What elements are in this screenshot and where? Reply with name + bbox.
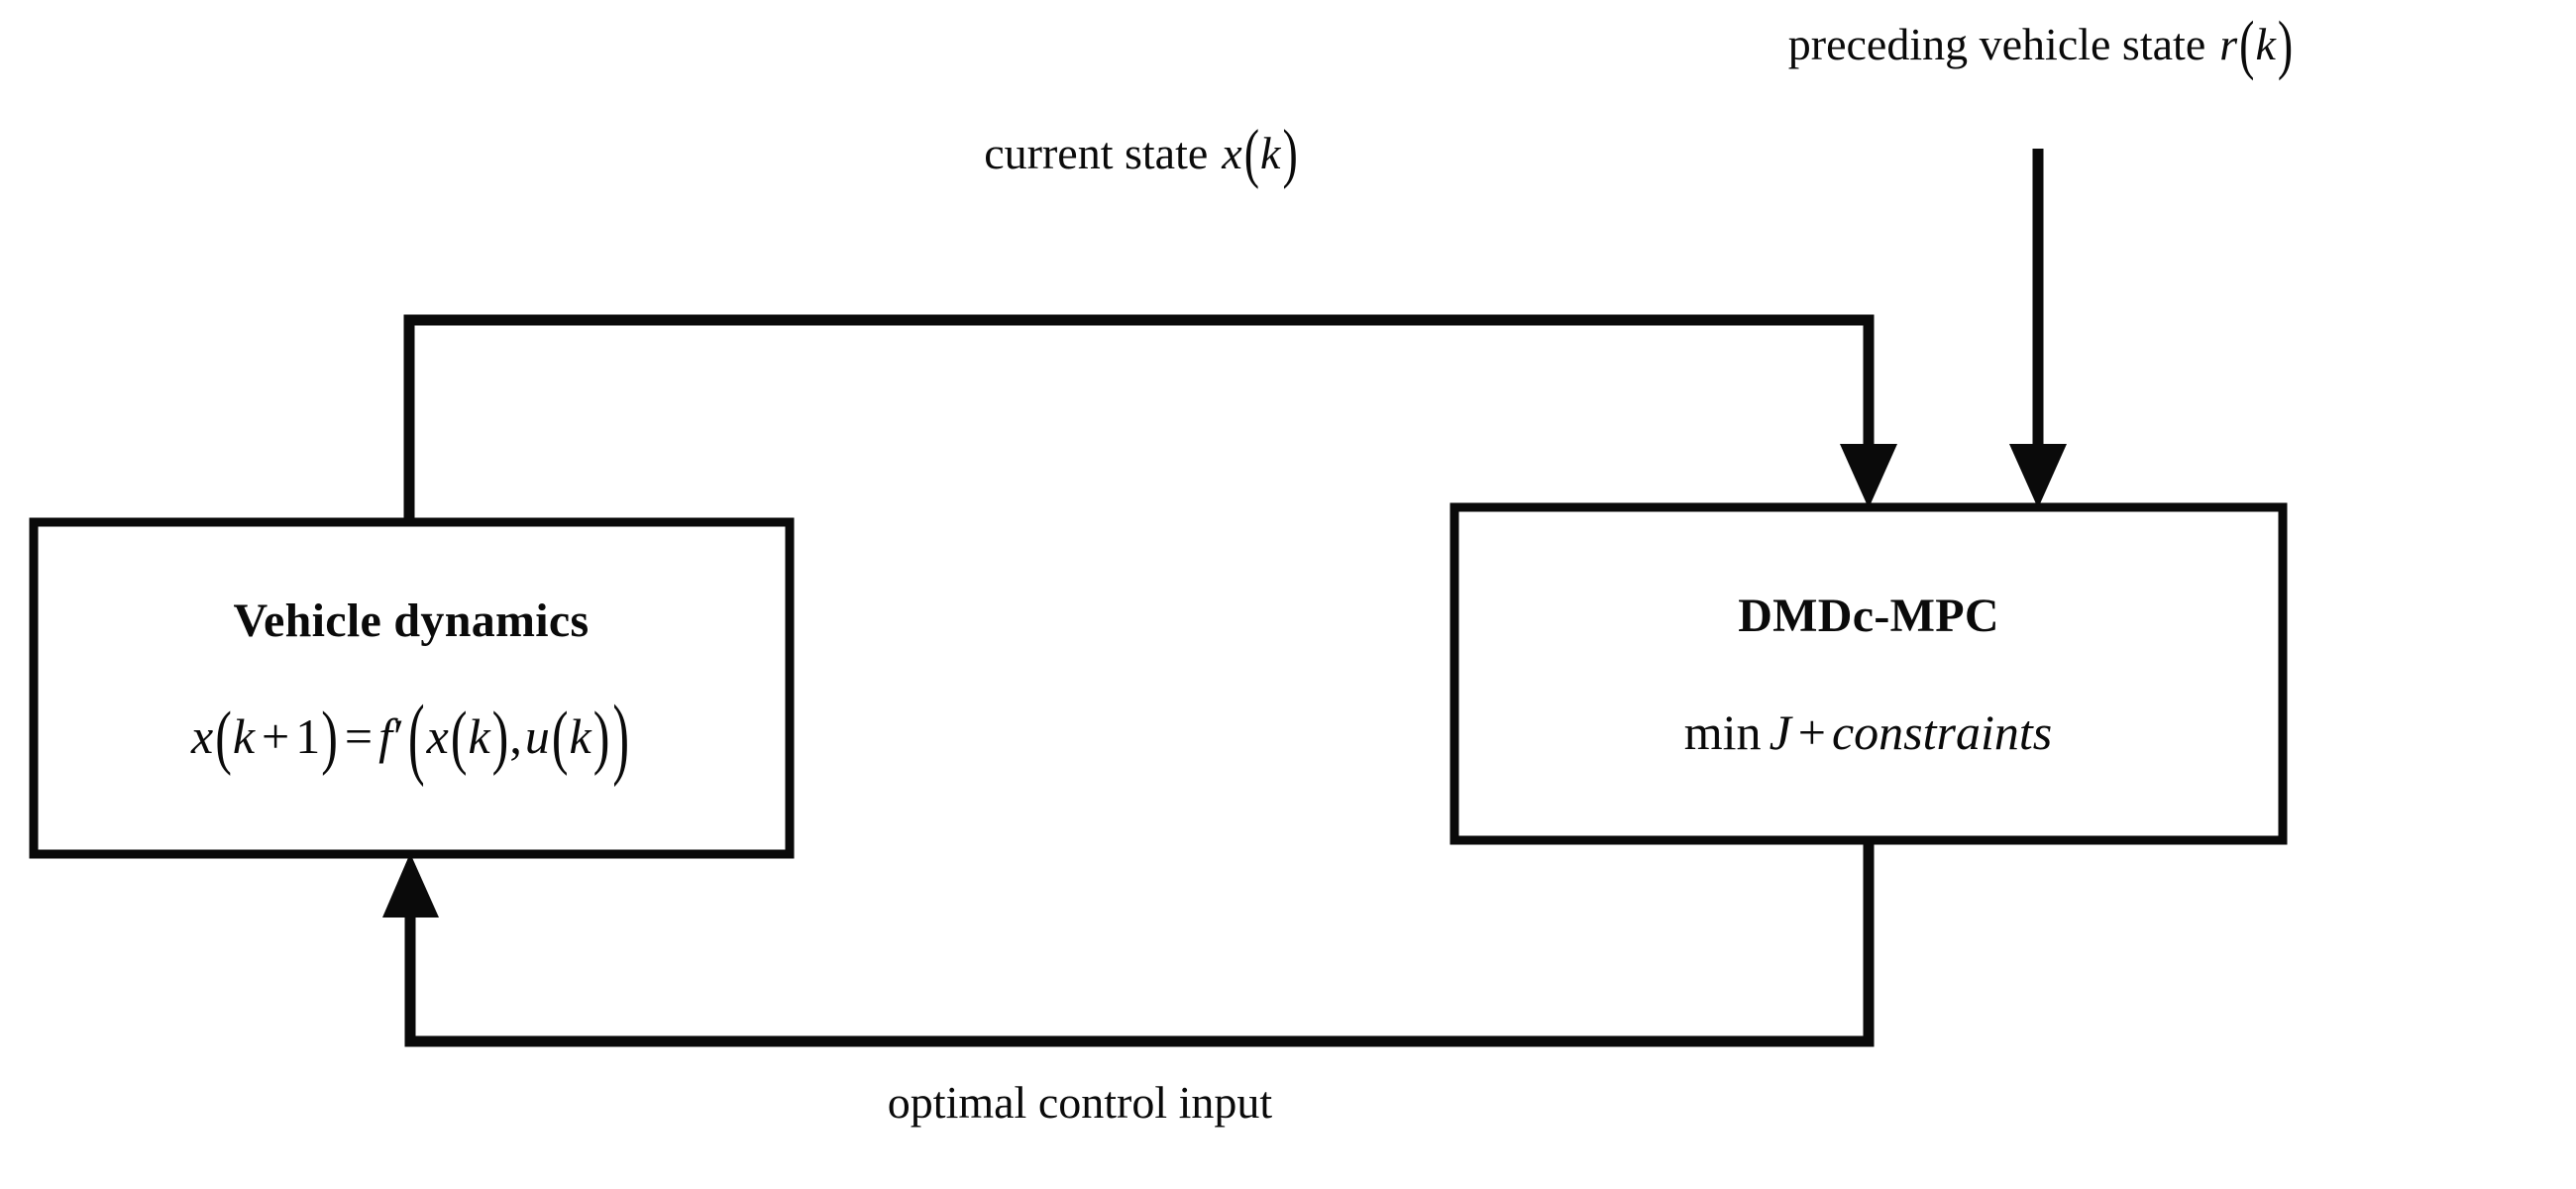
label-preceding-vehicle-state-var: r	[2219, 19, 2238, 69]
label-preceding-vehicle-state-close: )	[2277, 7, 2294, 81]
formula-open-big-paren: (	[407, 685, 425, 788]
arrowhead-current-state-feedback	[1840, 444, 1897, 508]
formula-k-1: k	[468, 708, 490, 764]
label-current-state-prefix: current state	[984, 128, 1209, 178]
formula-comma: ,	[509, 708, 522, 764]
formula-lhs-var: x	[190, 708, 214, 764]
block-vehicle-dynamics-formula: x(k+1)=f′(x(k),u(k))	[190, 691, 631, 783]
block-dmdc-mpc-title: DMDc-MPC	[1738, 590, 1999, 642]
formula-x: x	[426, 708, 449, 764]
formula-lhs-close-paren: )	[321, 696, 338, 777]
block-vehicle-dynamics-title: Vehicle dynamics	[233, 594, 590, 647]
label-optimal-control-input: optimal control input	[887, 1077, 1273, 1128]
formula-u: u	[524, 708, 550, 764]
formula-mpc-plus: +	[1797, 704, 1826, 760]
block-vehicle-dynamics-rect	[29, 517, 795, 859]
formula-open-paren-1: (	[450, 696, 468, 777]
formula-cost-J: J	[1769, 704, 1791, 760]
connector-current-state-feedback	[403, 314, 1875, 522]
formula-equals: =	[344, 708, 374, 764]
formula-close-paren-2: )	[592, 696, 610, 777]
arrowhead-optimal-control-feedback	[382, 853, 439, 918]
label-preceding-vehicle-state-arg: k	[2255, 19, 2276, 69]
formula-open-paren-2: (	[551, 696, 569, 777]
formula-min: min	[1683, 704, 1762, 760]
label-current-state-close: )	[1282, 116, 1298, 190]
formula-lhs-open-paren: (	[215, 696, 232, 777]
label-current-state-open: (	[1243, 116, 1260, 190]
formula-f: f	[378, 708, 393, 764]
formula-lhs-k: k	[232, 708, 256, 764]
arrowhead-preceding-vehicle-input	[2009, 444, 2067, 508]
label-current-state-arg: k	[1260, 128, 1281, 178]
label-preceding-vehicle-state-prefix: preceding vehicle state	[1787, 19, 2206, 69]
formula-lhs-one: 1	[295, 708, 321, 764]
formula-lhs-plus: +	[262, 708, 290, 764]
block-dmdc-mpc-rect	[1449, 502, 2288, 845]
label-preceding-vehicle-state-open: (	[2239, 7, 2255, 81]
formula-prime: ′	[393, 708, 404, 764]
label-current-state-var: x	[1222, 128, 1242, 178]
connector-optimal-control-feedback	[404, 840, 1875, 1047]
formula-k-2: k	[569, 708, 591, 764]
formula-close-big-paren: )	[612, 685, 630, 788]
formula-close-paren-1: )	[491, 696, 509, 777]
formula-constraints: constraints	[1831, 704, 2053, 760]
